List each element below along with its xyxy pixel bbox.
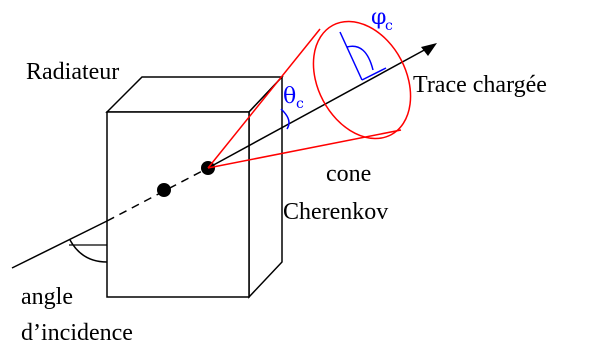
theta-arc	[280, 108, 290, 130]
phi-arc	[346, 45, 374, 71]
radiator-label: Radiateur	[26, 59, 119, 85]
track-outgoing	[207, 47, 429, 169]
cherenkov-cone	[207, 20, 412, 169]
cone-label-line1: cone	[326, 161, 371, 187]
phi-subscript: c	[385, 18, 393, 34]
theta-symbol: θ	[283, 84, 296, 109]
track-inside-dashed	[106, 167, 209, 222]
cone-label-line2: Cherenkov	[283, 199, 388, 225]
track-arrowhead	[421, 43, 437, 56]
particle-dot-inside	[157, 183, 171, 197]
phi-symbol: φ	[371, 5, 386, 30]
phi-radius-1	[339, 31, 363, 81]
cone-edge-upper	[207, 28, 321, 169]
radiator-front-face	[106, 111, 250, 298]
cone-edge-lower	[207, 129, 402, 169]
angle-label-line1: angle	[21, 284, 73, 310]
phi-annotation	[339, 31, 387, 81]
theta-annotation: θ c	[280, 84, 304, 130]
angle-label-line2: d’incidence	[21, 320, 133, 346]
track-incoming-solid	[11, 220, 108, 269]
theta-subscript: c	[296, 96, 304, 112]
phi-radius-2	[361, 67, 387, 81]
radiator-slab	[105, 75, 284, 299]
cone-base-ellipse	[312, 20, 412, 140]
incidence-angle-arc	[69, 239, 108, 263]
track-label: Trace chargée	[413, 72, 547, 98]
